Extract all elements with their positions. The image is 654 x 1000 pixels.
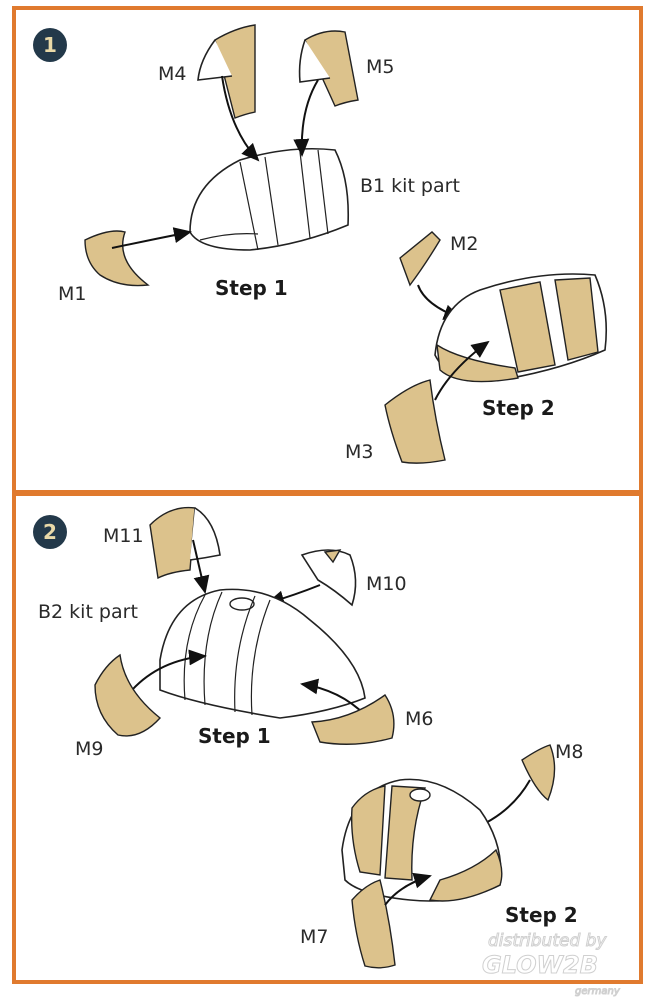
watermark-line2: GLOW2B	[482, 951, 598, 979]
mask-m4	[214, 24, 256, 119]
mask-m11	[149, 506, 196, 580]
kit-part-label: B1 kit part	[360, 175, 460, 197]
step-badge	[33, 28, 67, 62]
label-m8: M8	[555, 741, 583, 763]
b1-kit-part	[189, 147, 350, 251]
label-m2: M2	[450, 233, 478, 255]
mask-m8	[521, 744, 556, 802]
mask-m2	[399, 231, 441, 287]
mask-m10	[300, 549, 357, 607]
mask-m5	[304, 30, 359, 107]
label-m9: M9	[75, 738, 103, 760]
label-m5: M5	[366, 56, 394, 78]
label-m3: M3	[345, 441, 373, 463]
label-m4: M4	[158, 63, 186, 85]
mask-m9	[94, 653, 162, 737]
step-2-label: Step 2	[505, 903, 578, 927]
label-m10: M10	[366, 573, 407, 595]
step-1-label: Step 1	[215, 276, 288, 300]
kit-part-label: B2 kit part	[38, 601, 138, 623]
panel-border	[12, 492, 643, 984]
mask-m1	[84, 230, 150, 287]
step-1-label: Step 1	[198, 724, 271, 748]
mask-m3	[384, 379, 446, 464]
label-m11: M11	[103, 525, 144, 547]
label-m6: M6	[405, 708, 433, 730]
step-badge	[33, 515, 67, 549]
b2-kit-part	[159, 588, 366, 719]
step-2-label: Step 2	[482, 396, 555, 420]
watermark-line1: distributed by	[488, 931, 607, 951]
distributor-watermark: distributed by GLOW2B germany	[482, 931, 622, 998]
label-m1: M1	[58, 283, 86, 305]
mask-m6	[310, 694, 395, 745]
panel-2: 2 M11 M10 B2 kit part M9 Step 1 M6 M8 St…	[12, 492, 643, 984]
label-m7: M7	[300, 926, 328, 948]
step-number: 1	[43, 33, 57, 57]
mask-m7	[351, 879, 396, 969]
mask-m5-outline	[298, 39, 331, 83]
panel-1: 1 M4 M5 B1 kit part M1 Step 1 M2 Step 2 …	[12, 6, 643, 494]
watermark-line3: germany	[575, 986, 621, 997]
step-number: 2	[43, 520, 57, 544]
